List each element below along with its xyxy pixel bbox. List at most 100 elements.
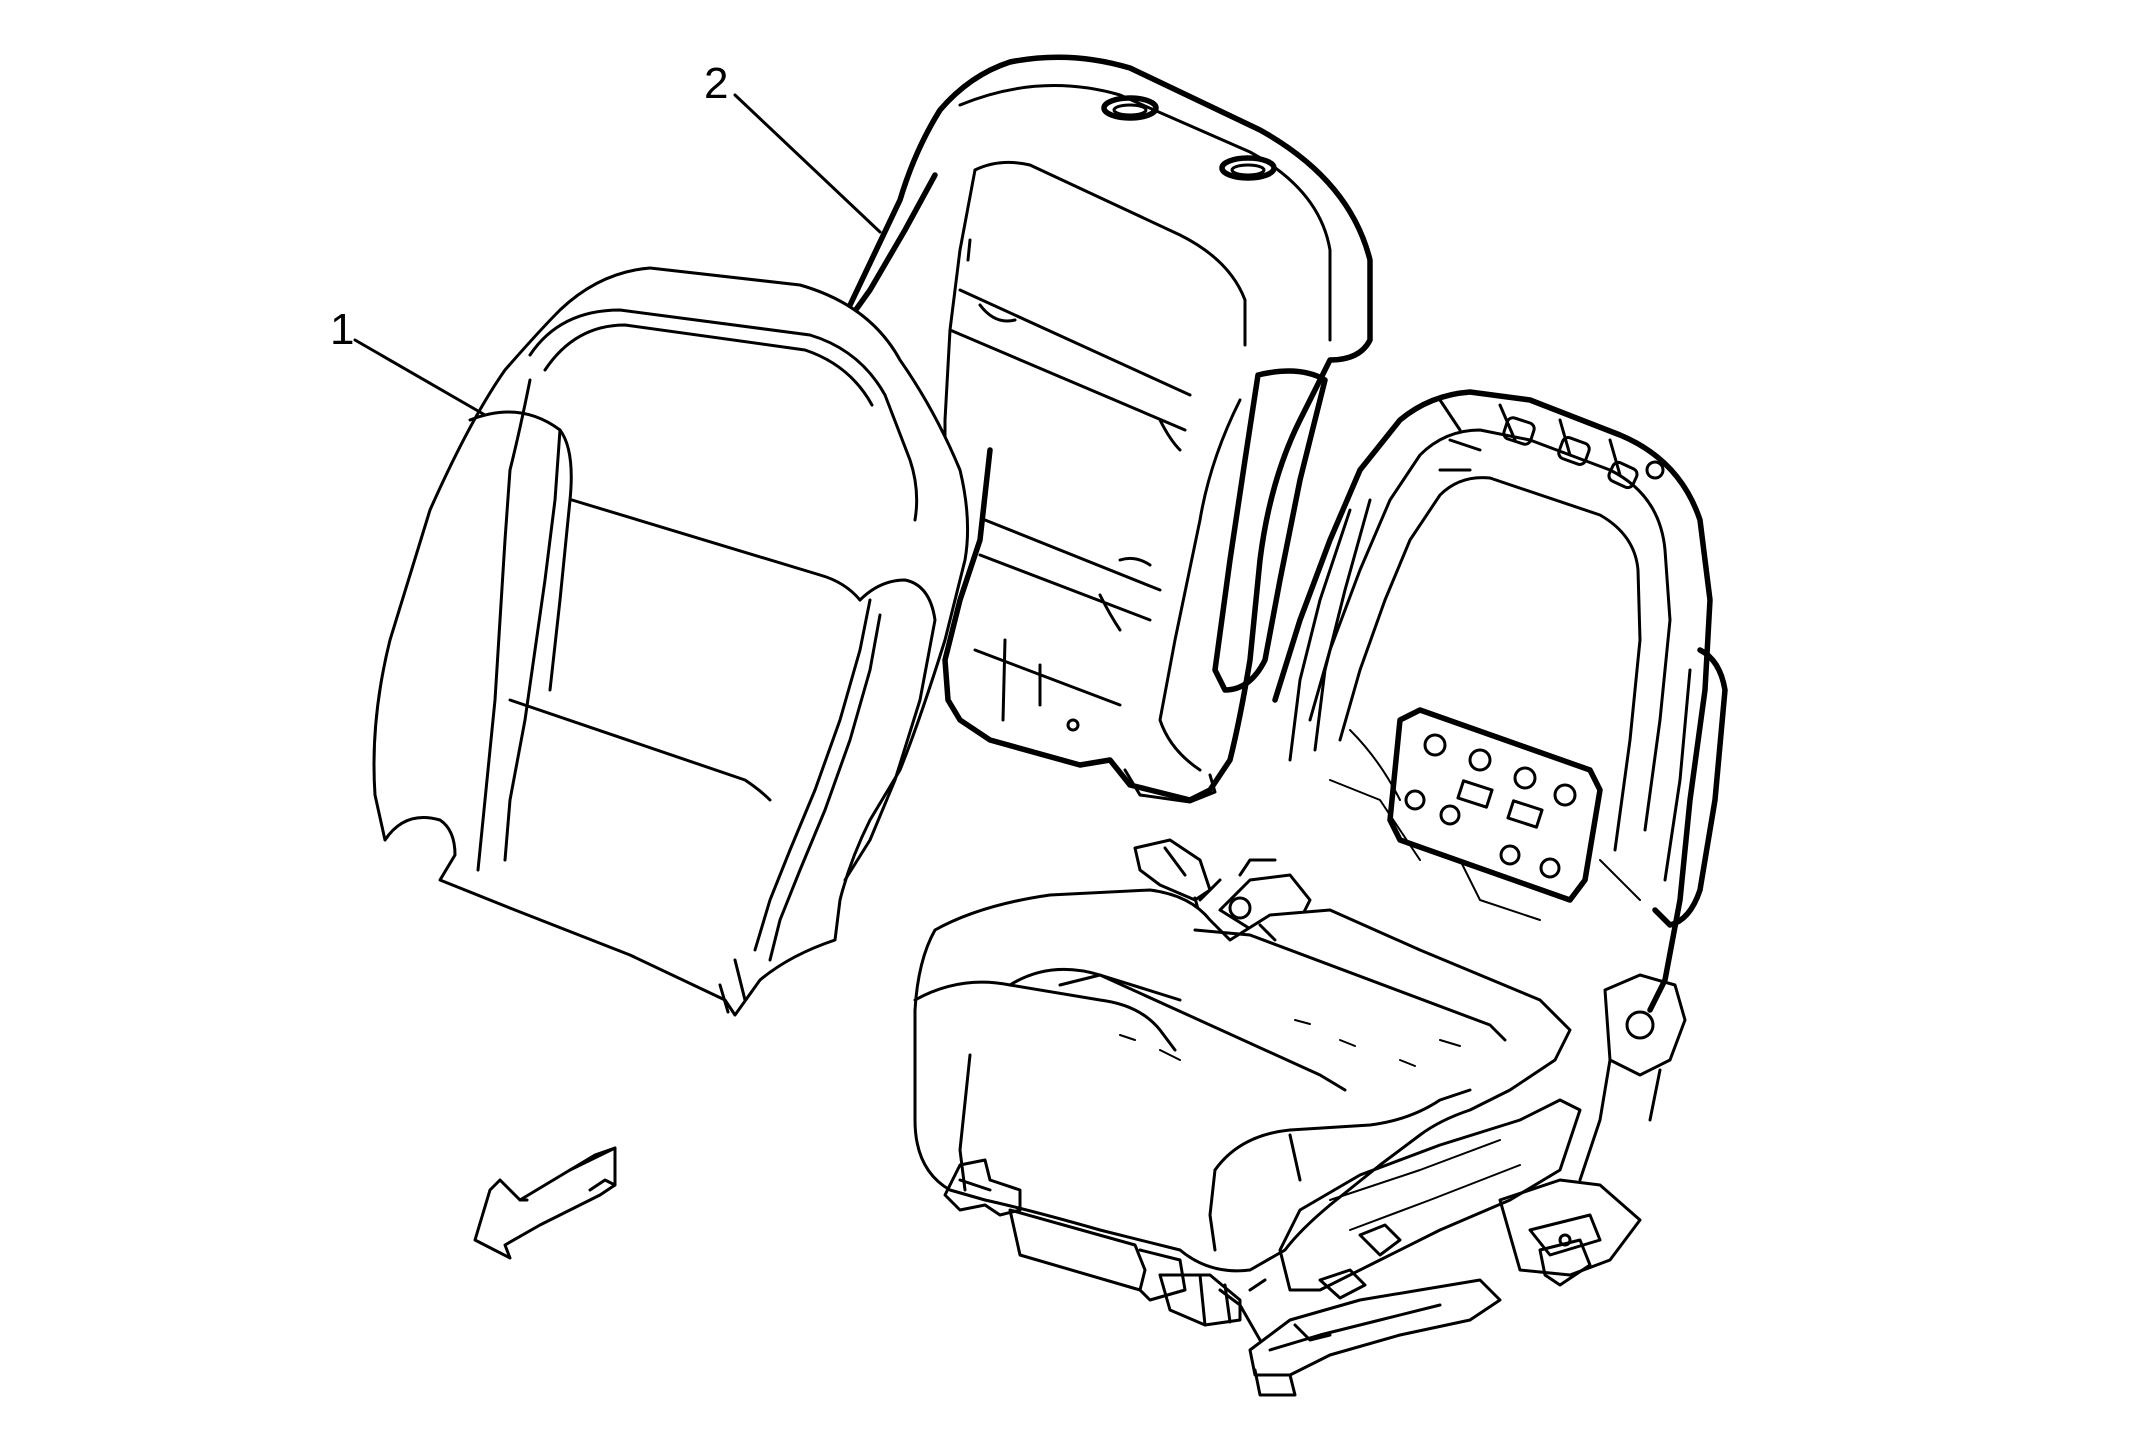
cushion-right-bolster (1213, 1088, 1472, 1172)
callout-2-label: 2 (704, 59, 729, 108)
frame-inner-2 (1338, 476, 1642, 852)
seat-motor-ribs (1198, 1273, 1232, 1327)
pad-opening-top (973, 160, 1247, 347)
front-rail-clip (1293, 1323, 1332, 1342)
frame-slot-1 (1502, 416, 1536, 446)
pad-panel-line-4 (978, 553, 1152, 622)
cushion-seam-2 (1193, 928, 1507, 1042)
front-rail-foot (1253, 1368, 1297, 1397)
recliner-pivot (1228, 896, 1252, 920)
arrow-top-edge (518, 1146, 617, 1202)
side-shield-lines (1329, 1139, 1521, 1231)
pad-detail-1 (978, 303, 1017, 323)
pad-panel-line-5 (973, 648, 1122, 707)
right-recliner-pivot (1625, 1010, 1655, 1040)
seat-motor-box-2 (1138, 1248, 1187, 1302)
seat-back-pad (839, 54, 1373, 804)
callout-1-leader (353, 338, 487, 417)
cover-inner-left (476, 378, 532, 872)
cushion-right-bolster-2 (1208, 1168, 1217, 1252)
front-rail-detail (1268, 1303, 1442, 1352)
cover-seam-2 (508, 698, 772, 802)
cover-bottom-inner (733, 958, 747, 1002)
cover-outline (372, 266, 970, 1017)
buckle-slot (1163, 846, 1187, 877)
lumbar-hole-2 (1468, 748, 1492, 772)
right-rail-foot (1528, 1213, 1602, 1257)
pad-detail-2 (1158, 418, 1182, 452)
lumbar-hole-7 (1499, 844, 1521, 866)
right-recliner (1603, 973, 1687, 1077)
cushion-seam-3 (1258, 923, 1277, 942)
pad-foot (1123, 768, 1217, 804)
frame-inner (1308, 428, 1672, 832)
cover-inner-left-2 (503, 428, 562, 862)
lumbar-hole-4 (1553, 783, 1577, 807)
cover-left-bolster (468, 410, 573, 692)
frame-slot-2 (1557, 436, 1591, 466)
seat-motor (1158, 1273, 1242, 1327)
pad-outline (839, 54, 1373, 803)
lumbar-hole-5 (1404, 789, 1426, 811)
seat-cushion (913, 888, 1572, 1273)
headrest-hole-right (1219, 155, 1277, 181)
pad-detail-6 (966, 238, 972, 262)
pad-detail-4 (1098, 593, 1122, 632)
cushion-bolster-detail (1288, 1133, 1302, 1182)
headrest-hole-right-inner (1230, 163, 1266, 177)
seat-motor-box (1008, 1208, 1147, 1292)
cushion-stitches-2 (1119, 1034, 1181, 1061)
pad-panel-line-7 (1001, 638, 1007, 722)
lumbar-hole-1 (1423, 733, 1447, 757)
seat-back-frame (1198, 389, 1728, 1182)
left-rail (943, 1158, 1022, 1217)
adjuster-switch (1358, 1223, 1402, 1257)
cover-right-bolster-inner (753, 598, 872, 952)
pad-side-cutout (1212, 368, 1328, 693)
cover-right-bolster (843, 578, 937, 882)
lumbar-slot-2 (1506, 799, 1544, 829)
cover-right-bolster-inner-2 (768, 613, 882, 962)
frame-slot-3 (1607, 460, 1639, 490)
cushion-front-panel (958, 1053, 972, 1192)
pad-panel-line-3 (983, 518, 1162, 592)
pad-opening-left (943, 168, 977, 472)
callout-2-leader (733, 93, 882, 234)
pad-left-edge (842, 172, 938, 328)
cover-inner-top (528, 308, 919, 522)
frame-wires (1329, 729, 1641, 921)
pad-top-band (958, 84, 1332, 342)
right-rail-end (1538, 1238, 1592, 1287)
lumbar-hole-6 (1439, 804, 1461, 826)
arrow-body (473, 1146, 617, 1260)
frame-left-member-2 (1313, 498, 1372, 752)
front-rail (1248, 1278, 1502, 1377)
seat-back-cover (372, 266, 970, 1017)
cushion-seam-1 (1058, 973, 1347, 1092)
front-direction-arrow-icon (473, 1146, 617, 1260)
rail-bolt (1558, 1233, 1572, 1247)
harness-connector (1218, 1278, 1267, 1342)
frame-top-detail (1438, 438, 1482, 472)
arrow-depth (588, 1178, 617, 1192)
right-rail (1498, 1178, 1642, 1277)
cover-inner-top-2 (543, 323, 874, 407)
cover-seam-1 (570, 498, 862, 602)
right-recliner-arm (1578, 1058, 1662, 1182)
frame-hole-1 (1645, 460, 1665, 480)
cover-bottom-inner-2 (718, 983, 730, 1014)
buckle-body (1133, 838, 1212, 902)
frame-outer (1272, 389, 1713, 1013)
lumbar-plate (1387, 707, 1603, 903)
pad-panel-line-1 (958, 288, 1192, 397)
lumbar-hole-8 (1539, 857, 1561, 879)
headrest-hole-left (1101, 95, 1159, 121)
pad-panel-line-2 (948, 328, 1187, 432)
pad-side-edge (1158, 398, 1242, 772)
seat-base (943, 1098, 1642, 1397)
lumbar-hole-3 (1513, 766, 1537, 790)
lumbar-slot-1 (1456, 779, 1494, 809)
pad-detail-5 (1066, 718, 1080, 732)
